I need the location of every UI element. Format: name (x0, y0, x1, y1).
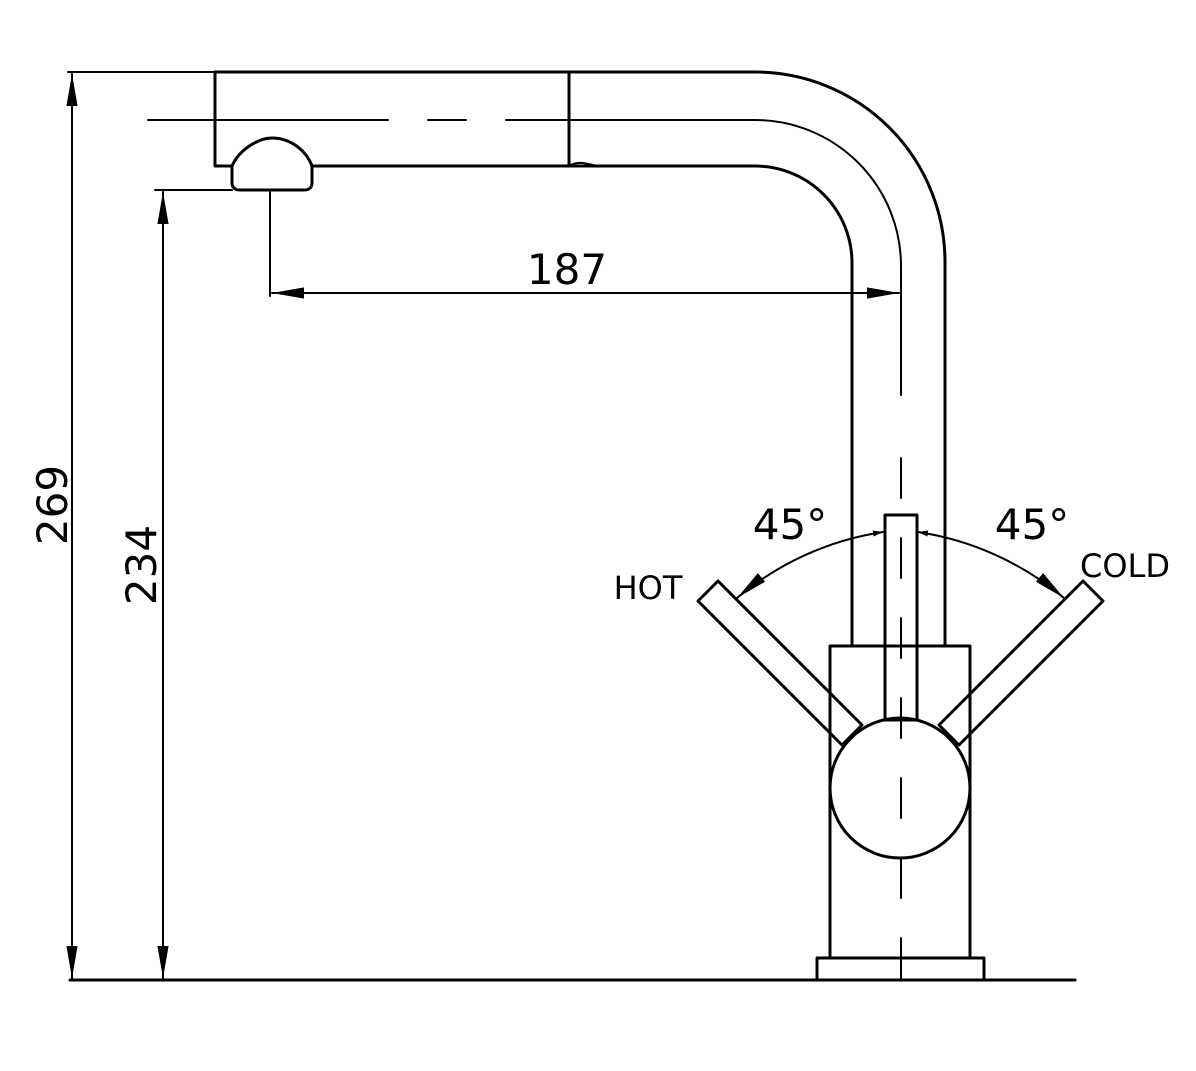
cold-handle (937, 579, 1105, 747)
cold-angle-arc (917, 530, 1065, 599)
spout-centerline (147, 119, 902, 396)
hot-handle (696, 579, 864, 747)
aerator-outline (230, 136, 314, 192)
hot-angle-arc (736, 530, 884, 599)
total-height-dimension-label: 269 (28, 465, 77, 545)
reach-dimension-label: 187 (527, 245, 607, 294)
cold-angle-label: 45° (995, 500, 1069, 549)
spout-inner-outline (568, 164, 854, 647)
hot-label: HOT (614, 569, 683, 607)
spout-height-dimension-label: 234 (117, 525, 166, 605)
spout-seam (568, 161, 598, 167)
spout-outer-outline (213, 70, 947, 647)
spray-head-outline (213, 70, 234, 168)
cold-label: COLD (1080, 547, 1170, 585)
hot-angle-label: 45° (753, 500, 827, 549)
